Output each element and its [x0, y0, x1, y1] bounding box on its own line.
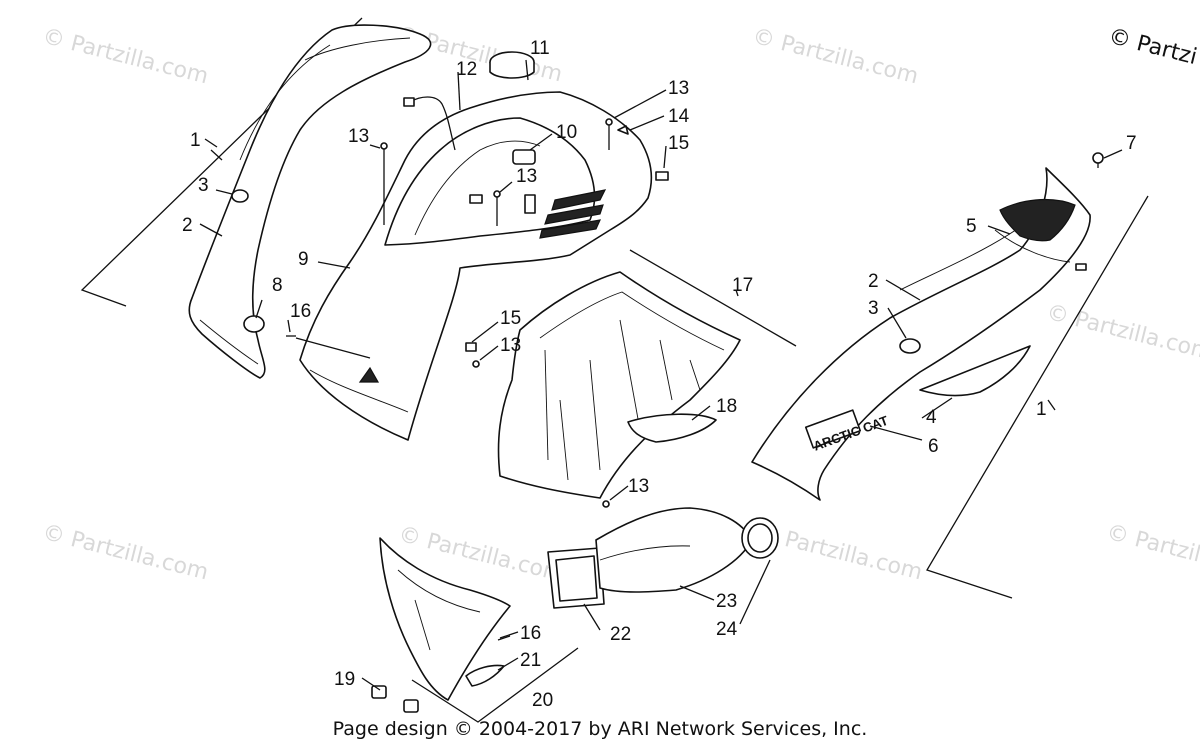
callout-21: 21: [520, 650, 541, 671]
callout-8: 8: [272, 275, 283, 296]
callout-1: 1: [190, 130, 201, 151]
bracket-line: [411, 647, 579, 723]
callout-5: 5: [966, 216, 977, 237]
callout-13: 13: [516, 166, 537, 187]
callout-2: 2: [868, 271, 879, 292]
callout-3: 3: [198, 175, 209, 196]
callout-11: 11: [530, 38, 550, 59]
bracket-line: [629, 249, 797, 347]
hood-assembly[interactable]: [299, 91, 653, 441]
callout-16: 16: [290, 301, 311, 322]
callout-9: 9: [298, 249, 309, 270]
air-intake[interactable]: [547, 507, 779, 609]
leader-lines: [199, 59, 1123, 691]
lower-nose-panel[interactable]: [371, 537, 511, 713]
callout-7: 7: [1126, 133, 1137, 154]
bracket-line: [926, 195, 1149, 599]
callout-1: 1: [1036, 399, 1047, 420]
console-tray[interactable]: [497, 271, 741, 499]
left-side-panel[interactable]: [188, 24, 432, 379]
harness-connector: [403, 97, 415, 107]
callout-19: 19: [334, 669, 355, 690]
callout-14: 14: [668, 106, 690, 127]
callout-18: 18: [716, 396, 737, 417]
hardware: [286, 118, 1104, 641]
filler-cap[interactable]: [489, 51, 535, 79]
callout-24: 24: [716, 619, 738, 640]
callout-13: 13: [348, 126, 369, 147]
callout-6: 6: [928, 436, 939, 457]
callout-13: 13: [500, 335, 521, 356]
callout-10: 10: [556, 122, 577, 143]
console-pad[interactable]: [627, 413, 717, 443]
callout-2: 2: [182, 215, 193, 236]
wire-harness[interactable]: [409, 96, 456, 151]
callout-13: 13: [668, 78, 689, 99]
callout-23: 23: [716, 591, 737, 612]
callout-15: 15: [668, 133, 689, 154]
copyright-footer: Page design © 2004-2017 by ARI Network S…: [332, 718, 868, 740]
right-side-panel[interactable]: ARCTIC CAT: [751, 167, 1091, 501]
callout-12: 12: [456, 59, 477, 80]
callout-17: 17: [732, 275, 753, 296]
callout-labels: 1 2 3 4 5 6 7 8 9 10 11 12 13 13 13 13 1…: [182, 38, 1137, 711]
callout-4: 4: [926, 407, 937, 428]
callout-3: 3: [868, 298, 879, 319]
callout-13: 13: [628, 476, 649, 497]
callout-20: 20: [532, 690, 553, 711]
callout-15: 15: [500, 308, 521, 329]
callout-16: 16: [520, 623, 541, 644]
callout-22: 22: [610, 624, 631, 645]
